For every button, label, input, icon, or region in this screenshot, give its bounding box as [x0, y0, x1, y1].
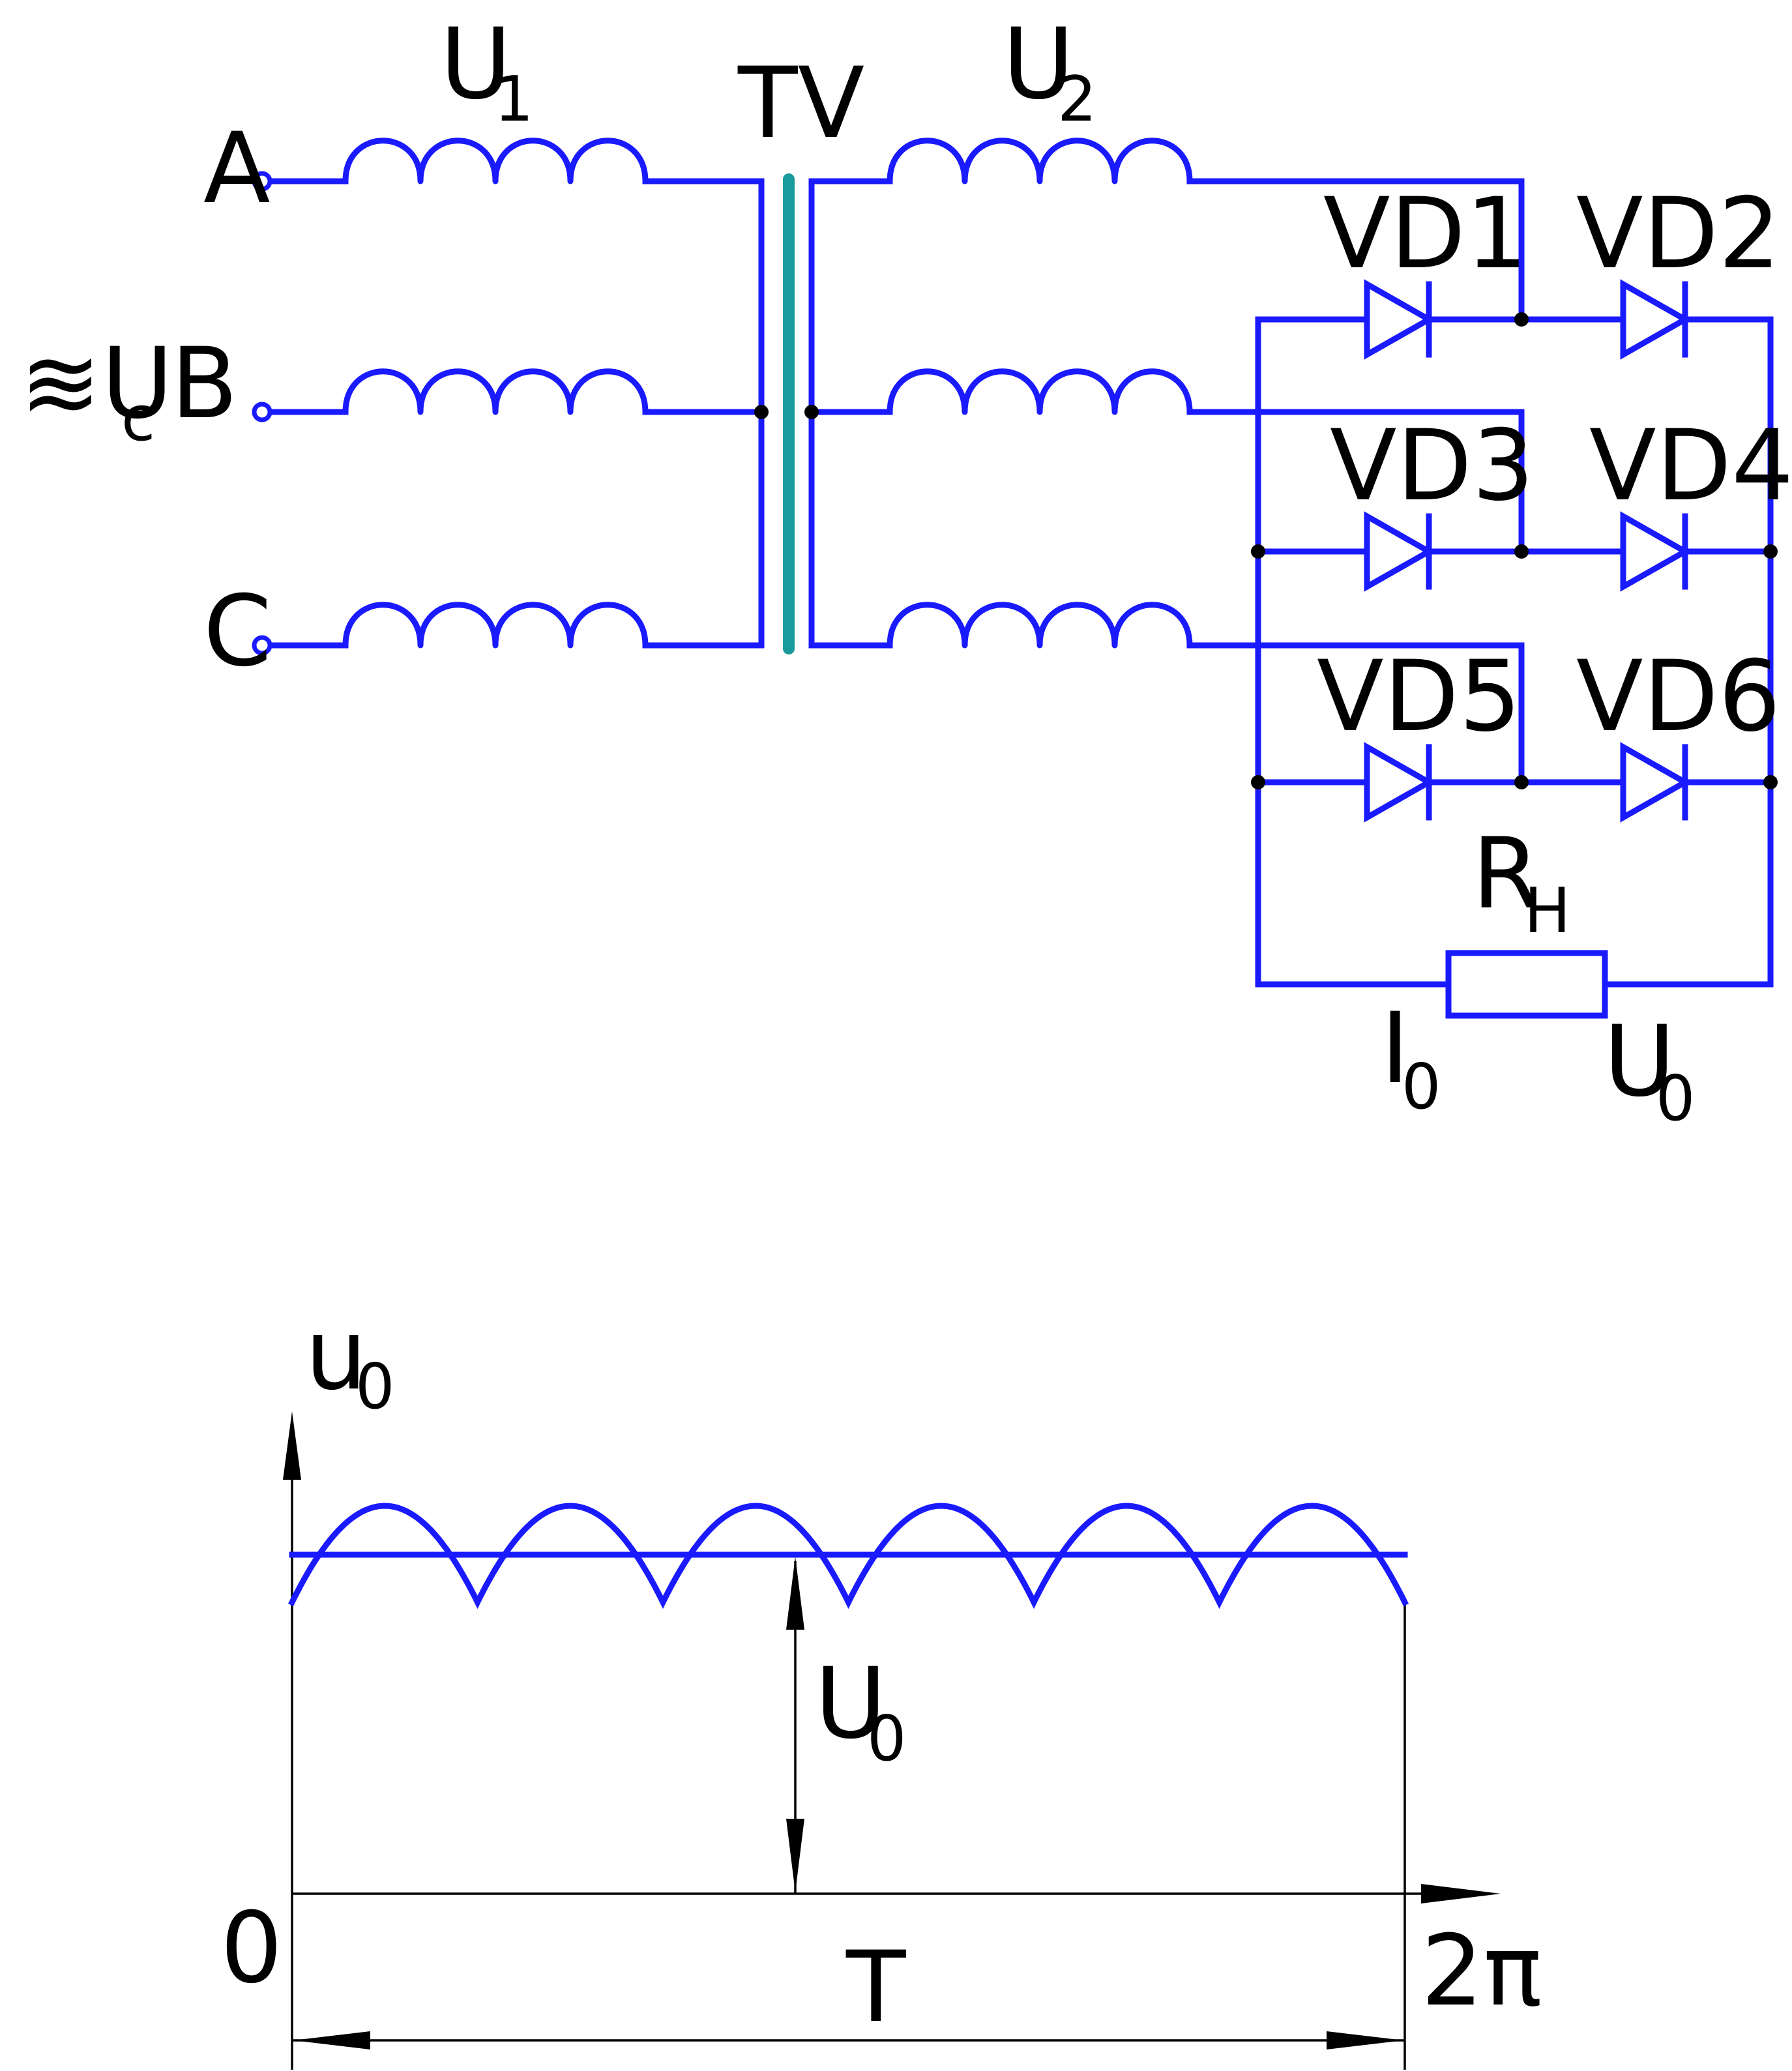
- terminal-c: [252, 635, 272, 656]
- diode-vd6: [1620, 742, 1692, 823]
- period-label: T: [845, 1931, 907, 2044]
- mean-arrow-up: [786, 1557, 804, 1630]
- current-label: I: [1381, 992, 1409, 1106]
- terminal-b: [252, 402, 272, 422]
- transformer-label: TV: [737, 47, 864, 160]
- voltage-sub: 0: [1656, 1063, 1695, 1135]
- load-sub: H: [1524, 875, 1570, 947]
- supply-symbol: ≋U: [20, 327, 173, 441]
- primary-winding-sub: 1: [494, 64, 533, 136]
- waveform-graph: u 0 U 0 0 2π T: [220, 1299, 1542, 2070]
- load-label: R: [1472, 817, 1540, 931]
- phase-c-label: C: [203, 575, 272, 688]
- vd3-label: VD3: [1330, 409, 1535, 523]
- primary-winding-label: U: [440, 8, 512, 121]
- current-sub: 0: [1402, 1051, 1441, 1123]
- y-axis-label: u: [305, 1299, 367, 1412]
- phase-a-label: A: [203, 112, 271, 226]
- phase-b-label: B: [171, 327, 238, 441]
- supply-sub: c: [121, 383, 155, 455]
- diode-bridge: [1251, 279, 1778, 1019]
- diode-vd3: [1364, 511, 1435, 592]
- y-axis-arrow: [283, 1411, 301, 1480]
- secondary-winding-sub: 2: [1057, 64, 1096, 136]
- vd5-label: VD5: [1317, 640, 1521, 754]
- ripple-waveform: [287, 1503, 1409, 1609]
- diode-vd4: [1620, 511, 1692, 592]
- period-arrow-right: [1327, 2031, 1403, 2049]
- terminal-a: [252, 171, 272, 192]
- circuit-labels: U 1 TV U 2 A ≋U c B C VD1 VD2 VD3 VD4 VD…: [20, 8, 1792, 1135]
- y-axis-sub: 0: [355, 1351, 394, 1423]
- mean-sub: 0: [867, 1703, 906, 1775]
- secondary-windings: [804, 138, 1525, 786]
- diode-vd2: [1620, 279, 1692, 360]
- voltage-label: U: [1604, 1005, 1675, 1119]
- primary-windings: [259, 138, 769, 649]
- diode-vd5: [1364, 742, 1435, 823]
- diode-vd1: [1364, 279, 1435, 360]
- mean-arrow-down: [786, 1819, 804, 1892]
- end-label: 2π: [1421, 1915, 1542, 2028]
- input-terminals: [252, 171, 272, 656]
- vd2-label: VD2: [1576, 177, 1781, 291]
- secondary-winding-label: U: [1003, 8, 1074, 121]
- vd4-label: VD4: [1589, 409, 1792, 523]
- mean-label: U: [815, 1647, 887, 1761]
- period-arrow-left: [293, 2031, 370, 2049]
- origin-label: 0: [220, 1892, 282, 2005]
- load-resistor: [1445, 950, 1608, 1019]
- x-axis-arrow: [1421, 1884, 1501, 1903]
- vd6-label: VD6: [1576, 640, 1781, 754]
- vd1-label: VD1: [1323, 177, 1528, 291]
